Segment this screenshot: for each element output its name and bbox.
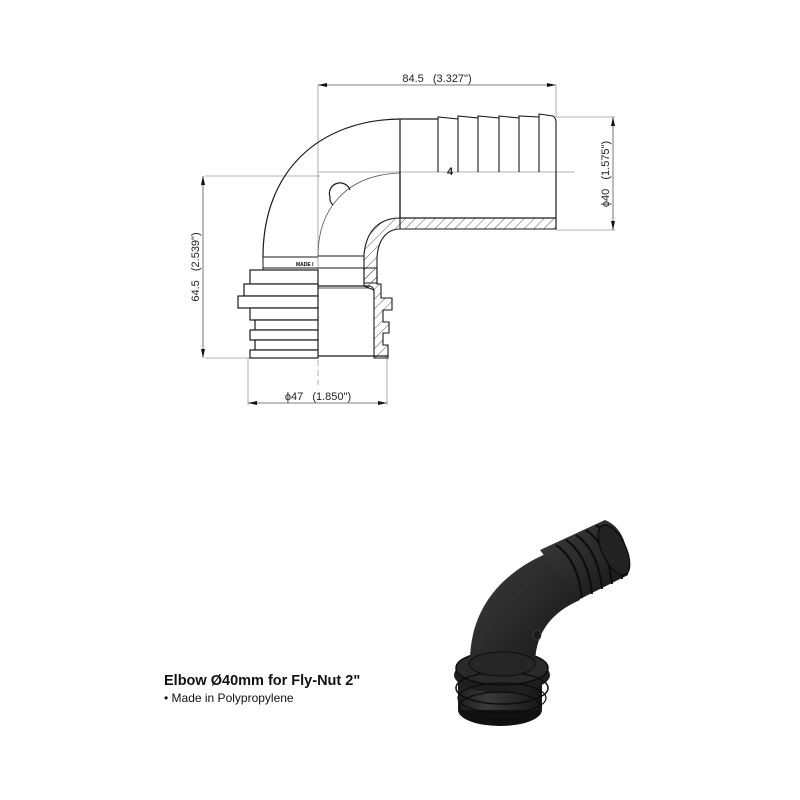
dim-height-inch: (2.539") [190,232,202,271]
dim-outlet-value: ϕ40 [600,189,612,207]
dim-outlet-inch: (1.575") [600,141,612,180]
dim-thread-inch: (1.850") [312,391,351,403]
molded-band: MADE I [262,255,364,270]
product-caption: Elbow Ø40mm for Fly-Nut 2" • Made in Pol… [164,673,360,706]
dim-width-inch: (3.327") [433,73,472,85]
dimension-outlet-diameter: ϕ40 (1.575") [600,117,615,230]
svg-text:ϕ47 (1.850"): ϕ47 (1.850") [285,391,351,403]
dimension-thread-diameter: ϕ47 (1.850") [248,391,387,405]
product-render [454,520,631,726]
product-title: Elbow Ø40mm for Fly-Nut 2" [164,673,361,689]
dim-thread-value: ϕ47 [285,391,303,403]
svg-text:64.5 (2.539"): 64.5 (2.539") [190,232,202,301]
outlet-section [399,172,557,230]
svg-text:ϕ40 (1.575"): ϕ40 (1.575") [600,141,612,207]
product-material-bullet: • Made in Polypropylene [164,691,294,705]
elbow-outline [262,118,438,258]
hose-barbs [437,113,557,172]
thread-section [318,267,393,359]
svg-text:84.5 (3.327"): 84.5 (3.327") [402,73,471,85]
thread-exterior [237,269,319,359]
dimension-width-top: 84.5 (3.327") [318,73,556,87]
dimension-height-left: 64.5 (2.539") [190,176,205,358]
dim-width-value: 84.5 [402,73,423,85]
dim-height-value: 64.5 [190,280,202,301]
molded-mark: MADE I [296,262,314,268]
barb-mark: 4 [447,166,454,178]
